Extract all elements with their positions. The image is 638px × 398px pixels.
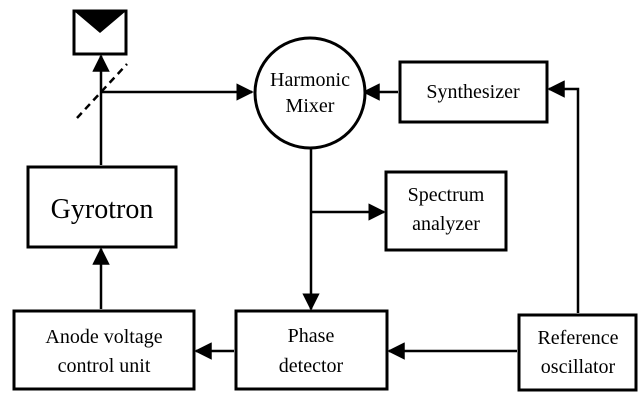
harmonic-mixer-block: Harmonic Mixer: [253, 36, 367, 150]
gyrotron-label: Gyrotron: [51, 194, 154, 225]
spectrum-analyzer-label-line2: analyzer: [412, 213, 480, 235]
spectrum-analyzer-block: Spectrum analyzer: [384, 170, 508, 252]
output-detector: [72, 9, 128, 56]
anode-control-label-line2: control unit: [58, 355, 151, 377]
synthesizer-label: Synthesizer: [426, 81, 520, 103]
phase-detector-label-line1: Phase: [288, 325, 335, 347]
anode-voltage-control-block: Anode voltage control unit: [12, 309, 196, 391]
spectrum-analyzer-label-line1: Spectrum: [408, 184, 485, 206]
harmonic-mixer-label-line2: Mixer: [286, 95, 335, 117]
reference-to-synthesizer-arrow: [547, 80, 580, 313]
phase-detector-block: Phase detector: [234, 309, 389, 391]
anode-control-label-line1: Anode voltage: [45, 326, 162, 348]
phase-detector-label-line2: detector: [279, 355, 344, 377]
reference-oscillator-block: Reference oscillator: [517, 313, 638, 392]
reference-oscillator-label-line2: oscillator: [541, 356, 616, 378]
gyrotron-block: Gyrotron: [26, 165, 178, 249]
harmonic-mixer-label-line1: Harmonic: [270, 69, 350, 91]
synthesizer-block: Synthesizer: [398, 60, 549, 124]
reference-oscillator-label-line1: Reference: [537, 327, 618, 349]
beam-splitter-mirror: [76, 63, 128, 119]
